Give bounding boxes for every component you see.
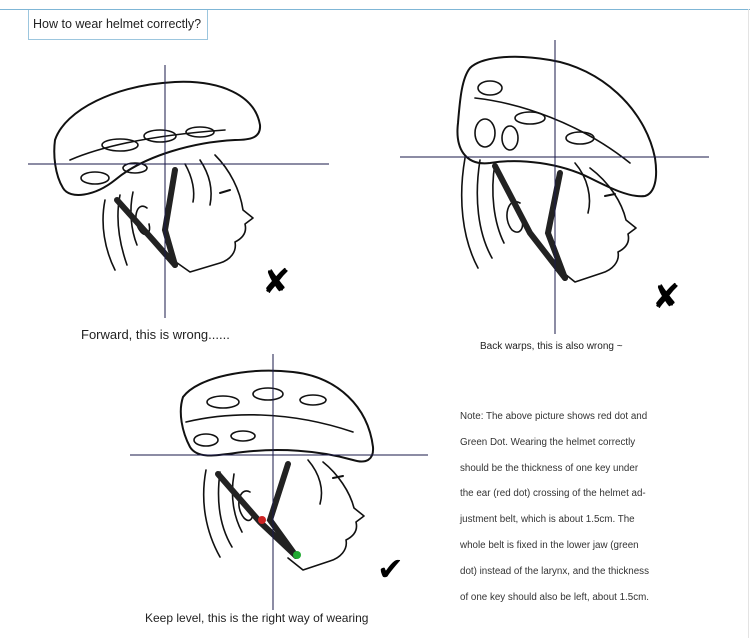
top-border-line <box>0 9 750 10</box>
note-line: Note: The above picture shows red dot an… <box>460 411 648 422</box>
forward-wrong-illustration <box>28 65 329 318</box>
wrong-mark-2: ✘ <box>652 277 681 317</box>
back-wrong-illustration <box>400 40 709 334</box>
note-line: of one key should also be left, about 1.… <box>460 591 649 603</box>
note-line: Green Dot. Wearing the helmet correctly <box>460 436 636 448</box>
note-line: should be the thickness of one key under <box>460 462 639 474</box>
note-line: justment belt, which is about 1.5cm. The <box>460 514 635 526</box>
level-correct-illustration <box>130 354 428 610</box>
note-text: Note: The above picture shows red dot an… <box>460 404 670 610</box>
note-line: the ear (red dot) crossing of the helmet… <box>460 488 646 500</box>
note-line: whole belt is fixed in the lower jaw (gr… <box>460 539 639 551</box>
check-mark: ✔ <box>377 550 404 588</box>
forward-caption: Forward, this is wrong...... <box>81 327 230 342</box>
page-title: How to wear helmet correctly? <box>28 10 208 40</box>
note-line: dot) instead of the larynx, and the thic… <box>460 565 649 577</box>
level-caption: Keep level, this is the right way of wea… <box>145 611 369 625</box>
back-caption: Back warps, this is also wrong ~ <box>480 341 623 352</box>
right-border-line <box>748 9 749 638</box>
wrong-mark-1: ✘ <box>262 262 291 302</box>
